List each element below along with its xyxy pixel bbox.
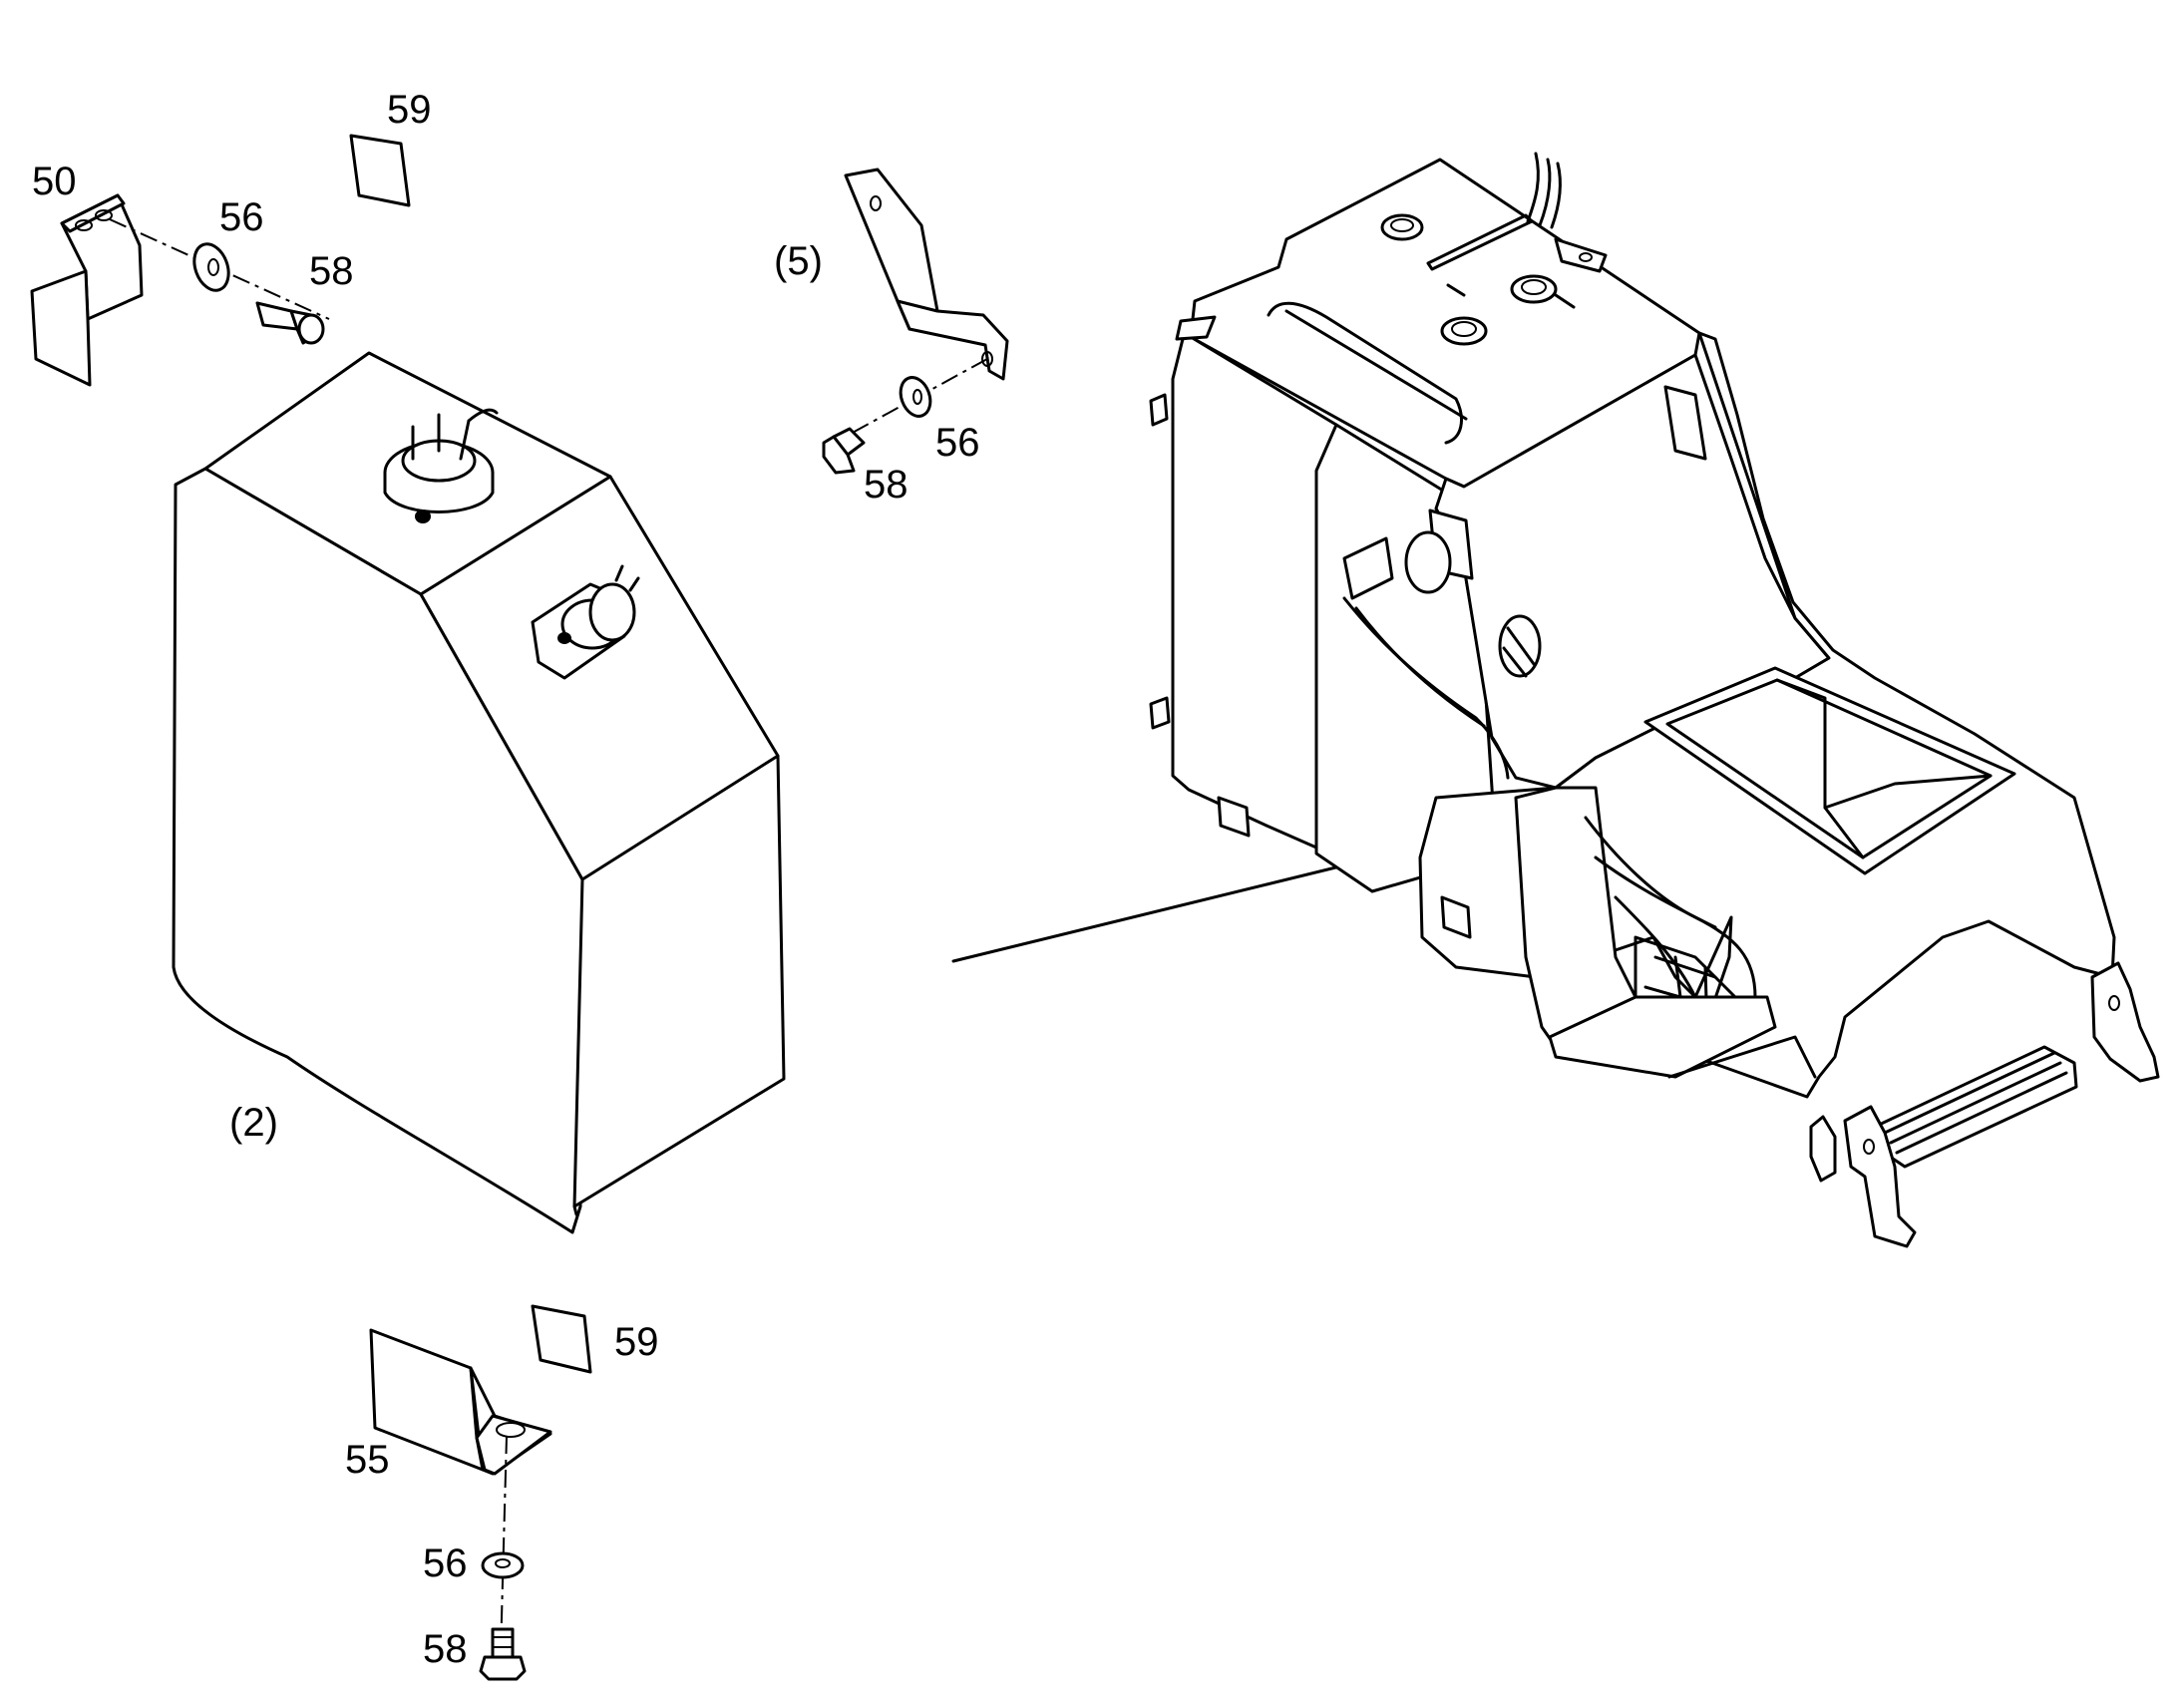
callout-56-bottom: 56 (423, 1541, 468, 1585)
axis-line-50 (109, 218, 330, 320)
pad-59-top (349, 134, 411, 207)
pad-59-bottom (531, 1304, 592, 1374)
washer-56-bottom (481, 1551, 525, 1579)
callout-59-top: 59 (387, 88, 432, 132)
bracket-5 (844, 168, 1009, 381)
callout-56-top: 56 (219, 195, 264, 239)
bracket-55 (369, 1328, 552, 1476)
callout-59-bottom: 59 (614, 1320, 659, 1364)
callout-55: 55 (345, 1438, 390, 1482)
bracket-50 (30, 193, 144, 387)
callout-58-mid: 58 (864, 463, 908, 507)
callout-2: (2) (229, 1101, 278, 1145)
machine-frame (1149, 152, 2160, 1248)
bolt-58-top (255, 301, 325, 345)
callout-58-top: 58 (309, 249, 354, 293)
callout-56-mid: 56 (935, 421, 980, 465)
axis-line-55 (500, 1435, 508, 1656)
callout-5: (5) (774, 239, 823, 283)
bolt-58-bottom (479, 1627, 527, 1681)
washer-56-top (192, 242, 230, 292)
bolt-58-mid (822, 427, 866, 475)
callout-50: 50 (32, 160, 77, 203)
tank-2 (172, 351, 786, 1234)
callout-58-bottom: 58 (423, 1627, 468, 1671)
washer-56-mid (899, 376, 932, 418)
pointer-arrow (951, 850, 1394, 963)
